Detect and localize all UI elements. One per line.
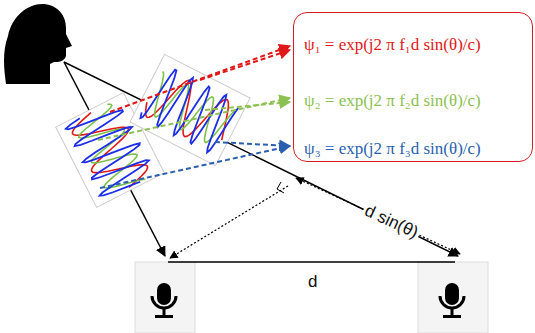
leader [205, 102, 290, 110]
leader [100, 146, 290, 188]
path-difference [296, 178, 460, 254]
head-icon [4, 4, 72, 84]
microphone-left [135, 262, 195, 333]
baseline [168, 261, 455, 263]
formula: ψ₃ = exp(j2 π f₃d sin(θ)/c) [304, 139, 481, 159]
formula: ψ₂ = exp(j2 π f₂d sin(θ)/c) [304, 91, 481, 111]
microphone-right [418, 262, 488, 333]
formula: ψ₁ = exp(j2 π f₁d sin(θ)/c) [304, 35, 481, 55]
formula-box: ψ₁ = exp(j2 π f₁d sin(θ)/c) ψ₂ = exp(j2 π… [293, 12, 533, 162]
leader [215, 142, 290, 146]
dimension-label: d sin(θ) [360, 200, 423, 244]
dimension-label: d [306, 272, 319, 292]
right-angle [277, 182, 284, 193]
leader [98, 98, 290, 140]
leader [200, 50, 290, 80]
wavefront-line [170, 186, 288, 258]
leader [110, 46, 290, 112]
